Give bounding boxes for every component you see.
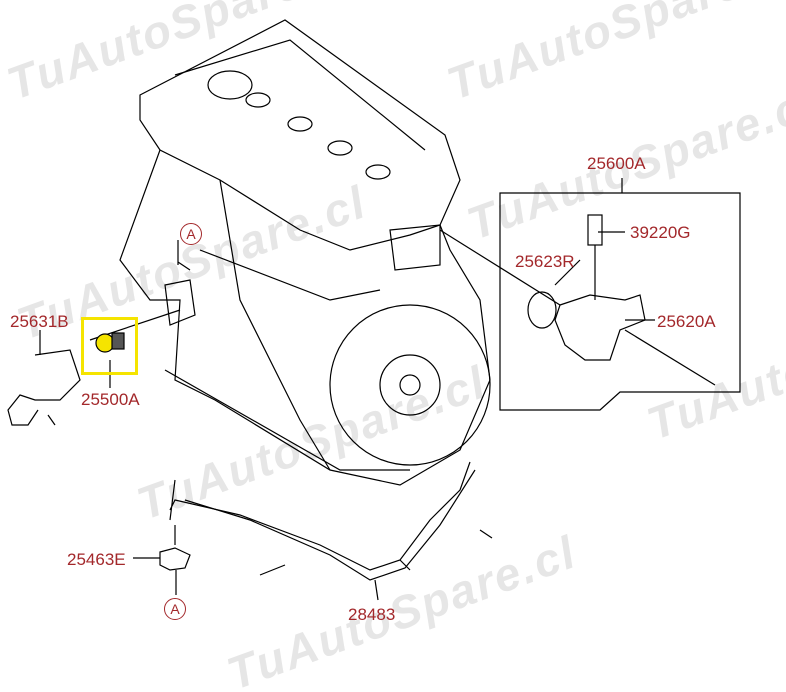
part-label-25600A[interactable]: 25600A [587, 154, 646, 173]
part-label-25620A[interactable]: 25620A [657, 312, 716, 331]
part-label-28483[interactable]: 28483 [348, 605, 396, 624]
sensor-39220G [587, 214, 603, 246]
pipe-28483 [169, 461, 471, 571]
fitting-25631B [7, 330, 81, 426]
gasket-25463E [159, 547, 191, 571]
bracket-25600A [499, 192, 741, 411]
part-label-25623R[interactable]: 25623R [515, 252, 575, 271]
part-label-25463E[interactable]: 25463E [67, 550, 126, 569]
ref-marker-a-top: A [180, 223, 202, 245]
part-label-25631B[interactable]: 25631B [10, 312, 69, 331]
highlight-box [81, 317, 138, 375]
gasket-25623R [527, 291, 557, 329]
cylinder-head [139, 19, 461, 251]
part-label-25500A[interactable]: 25500A [81, 390, 140, 409]
part-label-39220G[interactable]: 39220G [630, 223, 691, 242]
housing-25620A [554, 294, 646, 361]
engine-block [119, 149, 491, 486]
ref-marker-a-bottom: A [164, 598, 186, 620]
flywheel [329, 304, 491, 466]
